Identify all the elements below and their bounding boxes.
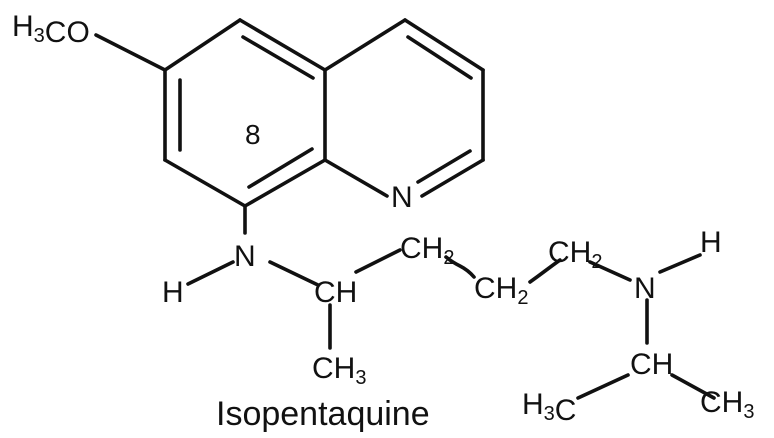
bonds <box>94 18 716 400</box>
ch2-lower-label: CH2 <box>474 272 528 309</box>
h3c-isopropyl-label: H3C <box>522 388 576 427</box>
bond-ring-2 <box>238 18 327 72</box>
bond-ch2-ch2 <box>444 255 476 279</box>
bond-ring-double-2 <box>247 147 314 189</box>
bond-ch-ch3-isopropyl <box>670 373 716 400</box>
amine-h-label: H <box>162 276 184 309</box>
methoxy-label: H3CO <box>12 10 90 49</box>
bond-ch-h3c <box>576 373 630 400</box>
bond-ring-5 <box>163 158 247 208</box>
bond-ch2-n2 <box>588 260 632 282</box>
bond-pyr-2 <box>403 18 485 72</box>
bond-pyr-5 <box>323 158 389 198</box>
bond-pyr-double-1 <box>406 35 473 80</box>
position-8-label: 8 <box>245 119 261 150</box>
bond-pyr-1 <box>323 18 407 72</box>
ch-chain-label: CH <box>314 276 357 309</box>
amine2-h-label: H <box>700 226 722 259</box>
bond-n2-h <box>658 253 702 274</box>
bond-n-h <box>186 260 235 286</box>
atom-labels: H3CO N 8 N H CH CH3 CH2 CH2 CH2 N H CH H… <box>12 10 754 427</box>
bond-pyr-4 <box>420 158 485 198</box>
bond-pyr-double-2 <box>416 149 472 184</box>
ch3-branch-label: CH3 <box>312 352 366 389</box>
bond-ch2-ch2-right <box>528 258 562 284</box>
amine-n-label: N <box>234 240 256 273</box>
ch-isopropyl-label: CH <box>630 348 673 381</box>
ch2-right-label: CH2 <box>548 236 602 273</box>
bond-ring-4 <box>243 158 327 208</box>
amine2-n-label: N <box>634 272 656 305</box>
compound-name: Isopentaquine <box>216 395 430 433</box>
ring-nitrogen-label: N <box>391 181 413 214</box>
ch2-upper-label: CH2 <box>400 232 454 269</box>
bond-methoxy <box>94 33 167 72</box>
bond-ch-ch2 <box>354 248 402 274</box>
bond-ring-double-1 <box>241 35 315 80</box>
ch3-isopropyl-label: CH3 <box>700 386 754 423</box>
bond-n-ch <box>268 260 320 287</box>
bond-ring-1 <box>163 18 242 72</box>
